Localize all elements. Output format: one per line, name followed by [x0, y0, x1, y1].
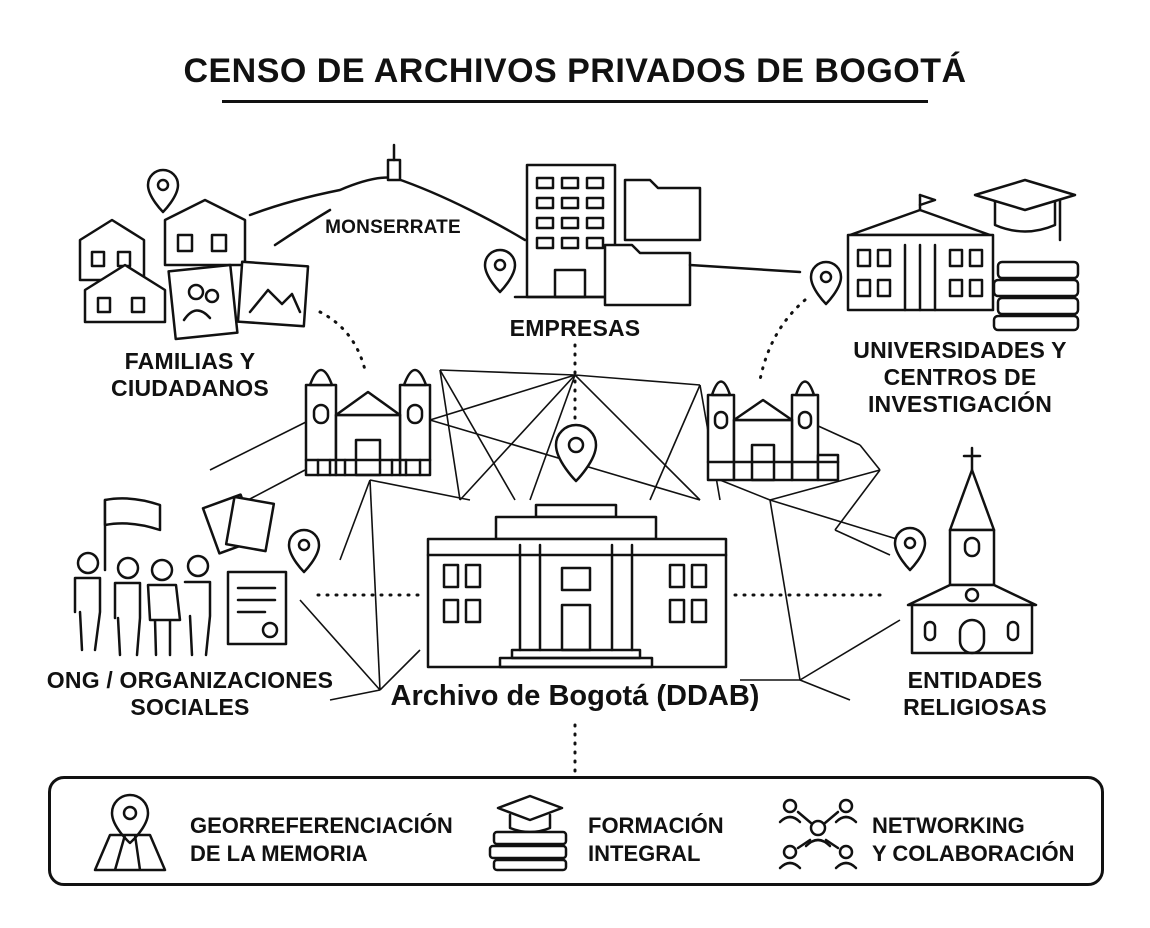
network-lines [209, 369, 901, 701]
node-empresas-label: EMPRESAS [509, 315, 641, 341]
page-title: CENSO DE ARCHIVOS PRIVADOS DE BOGOTÁ [183, 52, 967, 90]
features-bar [48, 776, 1104, 886]
map-pin-icon [554, 423, 598, 483]
title-underline [222, 100, 928, 103]
center-node-label: Archivo de Bogotá (DDAB) [390, 680, 760, 712]
map-pin-icon [483, 248, 517, 294]
people-flag-icon [73, 497, 212, 657]
university-building-icon [846, 193, 995, 312]
dotted-connectors [316, 298, 887, 774]
cathedral-right-icon [706, 380, 840, 482]
map-pin-icon [93, 793, 167, 872]
books-stack-icon [992, 260, 1080, 332]
map-pin-icon [287, 528, 321, 574]
graduation-cap-icon [973, 178, 1077, 242]
map-pin-icon [146, 168, 180, 214]
office-building-icon [513, 163, 642, 299]
archivo-building-icon [426, 503, 728, 669]
church-icon [906, 446, 1038, 655]
map-pin-icon [809, 260, 843, 306]
houses-icon [78, 198, 247, 324]
photo-album-icon [167, 260, 310, 341]
folders-icon [603, 178, 802, 307]
cathedral-left-icon [304, 368, 432, 477]
network-people-icon [778, 798, 858, 870]
graduation-books-icon [488, 794, 568, 872]
documents-icon [201, 493, 288, 646]
landmark-label: MONSERRATE [325, 217, 461, 238]
monserrate-hill-icon [248, 143, 527, 247]
map-pin-icon [893, 526, 927, 572]
